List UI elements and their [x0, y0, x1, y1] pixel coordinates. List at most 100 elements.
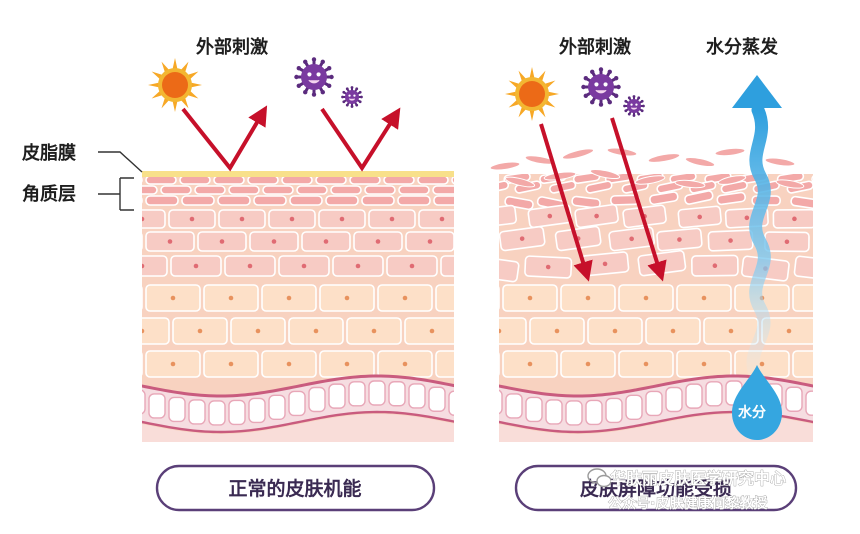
basal-cell	[288, 390, 306, 417]
cell-nucleus	[547, 213, 553, 219]
cell-nucleus	[344, 295, 350, 301]
cell-nucleus	[301, 263, 307, 269]
left-cell-grid	[113, 175, 495, 378]
reflected-arrow-left-2	[320, 107, 401, 172]
basal-cell	[499, 389, 503, 415]
cell-nucleus	[554, 328, 560, 334]
cell-nucleus	[585, 361, 591, 367]
basal-cell	[585, 399, 603, 426]
corneum-flake	[674, 179, 706, 189]
skin-cell	[142, 317, 170, 345]
water-droplet-label: 水分	[738, 404, 766, 421]
skin-cell	[160, 185, 192, 195]
sebum-film-layer	[142, 171, 454, 177]
cell-nucleus	[142, 216, 145, 222]
skin-cell	[325, 195, 359, 206]
cell-nucleus	[792, 216, 797, 222]
skin-cell	[398, 185, 430, 195]
skin-cell	[418, 209, 454, 229]
cell-nucleus	[271, 239, 277, 244]
cell-nucleus	[239, 216, 245, 222]
cell-nucleus	[286, 361, 292, 367]
cell-nucleus	[427, 239, 433, 244]
cell-nucleus	[612, 328, 618, 334]
left-basal-layer	[142, 374, 454, 442]
cell-nucleus	[470, 362, 475, 367]
cell-nucleus	[313, 328, 319, 334]
skin-cell	[142, 177, 143, 183]
cell-nucleus	[375, 239, 381, 244]
basal-cell	[388, 381, 406, 407]
basal-cell	[525, 396, 543, 423]
basal-cell	[248, 397, 266, 424]
cell-nucleus	[701, 295, 707, 301]
cell-nucleus	[219, 239, 225, 244]
skin-cell	[817, 232, 860, 254]
basal-cell	[188, 399, 206, 425]
skin-cell	[213, 175, 245, 185]
cell-nucleus	[286, 295, 292, 301]
cell-nucleus	[499, 328, 502, 334]
sun-icon-right	[505, 67, 559, 121]
basal-cell	[348, 381, 366, 407]
cell-nucleus	[197, 328, 203, 334]
cell-nucleus	[228, 295, 234, 301]
cell-nucleus	[113, 362, 118, 367]
skin-cell	[440, 255, 454, 277]
cell-nucleus	[289, 216, 295, 222]
cell-nucleus	[488, 329, 493, 334]
skin-cell	[142, 233, 143, 250]
cell-nucleus	[480, 239, 485, 244]
virus-icon	[294, 57, 334, 97]
skin-cell	[228, 185, 260, 195]
skin-cell	[383, 175, 415, 185]
cell-nucleus	[167, 239, 173, 244]
skin-cell	[790, 195, 813, 210]
sebum-leader-line	[98, 151, 143, 173]
skin-cell	[792, 350, 813, 378]
cell-nucleus	[255, 328, 261, 334]
skin-cell	[571, 195, 601, 209]
cell-nucleus	[728, 238, 733, 243]
stratum-corneum-label: 角质层	[22, 183, 76, 205]
sebum-film-label: 皮脂膜	[22, 142, 76, 164]
wechat-icon	[587, 468, 612, 488]
skin-cell	[499, 255, 520, 283]
skin-cell	[142, 352, 143, 376]
cell-nucleus	[193, 263, 199, 269]
skin-cell	[851, 351, 860, 377]
cell-nucleus	[643, 361, 649, 367]
skin-cell	[820, 318, 860, 344]
corneum-flake	[489, 161, 521, 171]
skin-cell	[145, 195, 179, 206]
cell-nucleus	[629, 236, 634, 242]
external-stimulus-label: 外部刺激	[196, 36, 268, 58]
cell-nucleus	[389, 216, 395, 222]
basal-cell	[142, 389, 146, 415]
left-skin-panel	[113, 171, 495, 442]
basal-cell	[625, 394, 643, 420]
reflected-arrow-left-1	[181, 105, 268, 172]
skin-cell	[281, 175, 313, 185]
cell-nucleus	[439, 216, 445, 222]
skin-cell	[432, 185, 454, 195]
cell-nucleus	[355, 263, 361, 269]
cell-nucleus	[470, 237, 475, 242]
cell-nucleus	[490, 217, 495, 222]
corneum-flake	[684, 156, 716, 168]
cell-nucleus	[142, 328, 145, 334]
cell-nucleus	[402, 295, 408, 301]
external-stimulus-label-right: 外部刺激	[559, 36, 631, 58]
skin-cell	[793, 255, 813, 282]
evaporation-wave	[746, 103, 771, 385]
cell-nucleus	[189, 216, 195, 222]
skin-cell	[499, 317, 527, 345]
cell-nucleus	[170, 361, 176, 367]
water-evaporation-label: 水分蒸发	[706, 36, 779, 58]
cell-nucleus	[786, 328, 792, 334]
basal-cell	[428, 386, 446, 412]
skin-cell	[142, 185, 158, 195]
cell-nucleus	[744, 215, 750, 221]
skin-cell	[142, 209, 166, 229]
